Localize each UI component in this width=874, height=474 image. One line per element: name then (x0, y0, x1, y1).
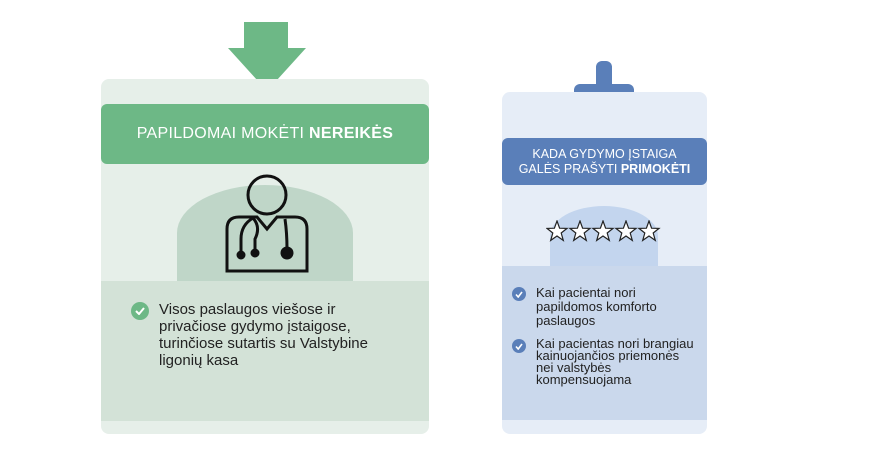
check-icon (131, 302, 149, 320)
list-item: Visos paslaugos viešose ir privačiose gy… (101, 281, 429, 369)
copayment-card: KADA GYDYMO ĮSTAIGA GALĖS PRAŠYTI PRIMOK… (502, 92, 707, 434)
item-text: Kai pacientas nori brangiau kainuojančio… (536, 336, 694, 387)
check-icon (512, 339, 526, 353)
five-stars-icon (546, 220, 661, 242)
card-title: PAPILDOMAI MOKĖTI NEREIKĖS (101, 104, 429, 164)
card-title: KADA GYDYMO ĮSTAIGA GALĖS PRAŠYTI PRIMOK… (502, 138, 707, 185)
arrow-down-icon (228, 22, 306, 91)
list-item: Kai pacientas nori brangiau kainuojančio… (502, 328, 707, 386)
items-section: Kai pacientai nori papildomos komforto p… (502, 266, 707, 420)
title-line-2: GALĖS PRAŠYTI (518, 161, 621, 176)
list-item: Kai pacientai nori papildomos komforto p… (502, 266, 707, 328)
title-emphasis: NEREIKĖS (309, 125, 394, 142)
title-line-1: KADA GYDYMO ĮSTAIGA (532, 146, 677, 161)
check-icon (512, 287, 526, 301)
title-emphasis: PRIMOKĖTI (620, 161, 691, 176)
no-extra-payment-card: PAPILDOMAI MOKĖTI NEREIKĖS Visos paslaug… (101, 79, 429, 434)
item-text: Visos paslaugos viešose ir privačiose gy… (159, 301, 368, 369)
title-text: PAPILDOMAI MOKĖTI (136, 125, 305, 142)
items-section: Visos paslaugos viešose ir privačiose gy… (101, 281, 429, 421)
semicircle-backdrop (177, 185, 353, 281)
doctor-icon (225, 174, 309, 273)
item-text: Kai pacientai nori papildomos komforto p… (536, 285, 657, 328)
